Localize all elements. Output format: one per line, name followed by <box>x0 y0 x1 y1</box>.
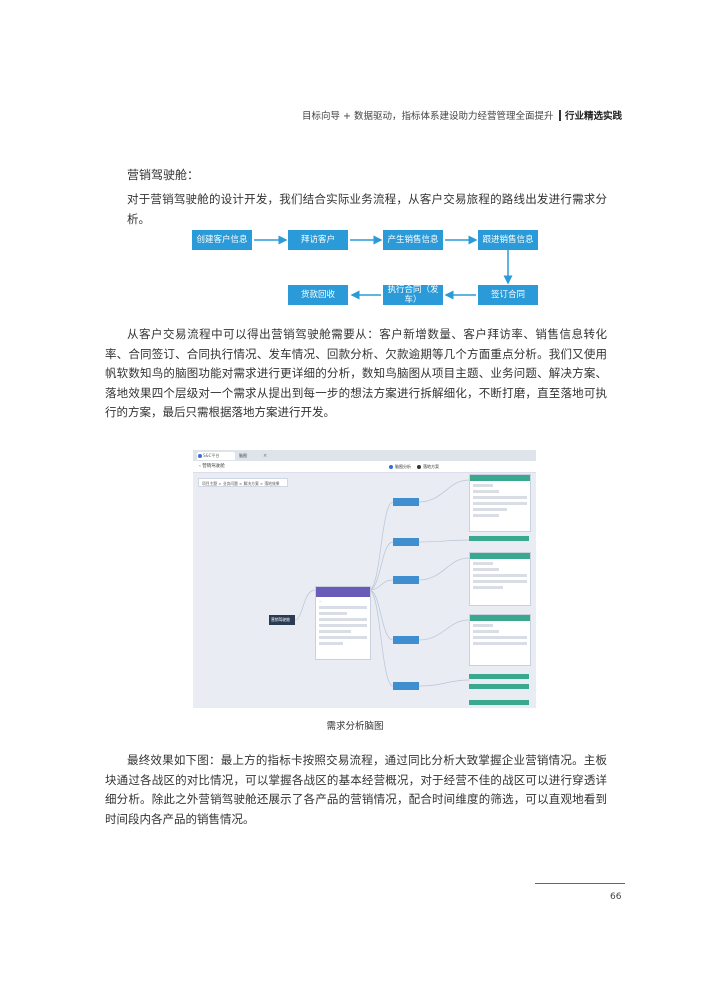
card-line <box>473 574 527 577</box>
analysis-paragraph: 从客户交易流程中可以得出营销驾驶舱需要从：客户新增数量、客户拜访率、销售信息转化… <box>105 327 607 419</box>
card-header <box>470 553 530 559</box>
card-header <box>470 615 530 621</box>
mindmap-toolbar: ‹ 营销驾驶舱 脑图分析 落地方案 <box>193 461 536 473</box>
card-line <box>473 580 527 583</box>
card-line <box>473 568 499 571</box>
problem-card[interactable]: — <box>315 586 371 660</box>
step-sign-contract: 签订合同 <box>478 285 538 305</box>
mindmap-connectors <box>294 479 470 687</box>
section-tag: 行业精选实践 <box>564 111 622 122</box>
section-heading: 营销驾驶舱： <box>127 168 200 182</box>
card-line <box>473 562 493 565</box>
card-line <box>473 624 493 627</box>
card-line <box>473 636 527 639</box>
card-line <box>319 606 367 609</box>
step-sales-info: 产生销售信息 <box>383 230 443 250</box>
solution-card[interactable] <box>469 474 531 532</box>
mindmap-breadcrumb[interactable]: 项目主题 > 业务问题 > 解决方案 > 落地效果 <box>198 478 288 487</box>
mindmap-node[interactable] <box>393 682 419 690</box>
step-follow-sales: 跟进销售信息 <box>478 230 538 250</box>
card-line <box>319 618 367 621</box>
tab-landing-label: 落地方案 <box>423 464 439 469</box>
mindmap-node[interactable] <box>393 576 419 584</box>
app-icon <box>198 454 202 458</box>
mindmap-node[interactable] <box>393 538 419 546</box>
solution-card[interactable] <box>469 614 531 666</box>
card-line <box>319 636 367 639</box>
mindmap-node[interactable] <box>393 636 419 644</box>
tab-landing-plan[interactable]: 落地方案 <box>417 462 439 471</box>
mindmap-node[interactable] <box>393 498 419 506</box>
tab-mindmap-label: 脑图分析 <box>395 464 411 469</box>
toolbar-title-text: 营销驾驶舱 <box>202 464 225 469</box>
browser-tab-2[interactable]: 脑图 <box>239 453 247 458</box>
root-node[interactable]: 营销驾驶舱 <box>269 615 295 625</box>
step-create-customer: 创建客户信息 <box>192 230 252 250</box>
close-icon[interactable]: × <box>263 453 268 459</box>
card-line <box>473 514 499 517</box>
tab-mindmap-analysis[interactable]: 脑图分析 <box>389 462 411 471</box>
solution-card[interactable] <box>469 552 531 606</box>
header-divider <box>559 110 561 121</box>
step-execute-contract: 执行合同（发车） <box>383 285 443 305</box>
card-header <box>316 587 370 597</box>
customer-journey-flowchart: 创建客户信息 拜访客户 产生销售信息 跟进销售信息 签订合同 执行合同（发车） … <box>178 220 546 305</box>
card-line <box>319 642 343 645</box>
card-line <box>473 496 527 499</box>
card-line <box>473 502 527 505</box>
card-line <box>473 508 507 511</box>
mindmap-screenshot: S&C平台 脑图 × ‹ 营销驾驶舱 脑图分析 落地方案 项目主题 > 业务问题… <box>193 450 536 708</box>
flowchart-arrows <box>254 235 513 300</box>
card-line <box>473 630 499 633</box>
collapsed-node[interactable] <box>469 674 529 679</box>
tab-label: S&C平台 <box>203 453 220 458</box>
card-line <box>473 642 527 645</box>
card-line <box>473 490 499 493</box>
browser-tab-bar: S&C平台 脑图 × <box>193 450 536 461</box>
card-field: — <box>319 599 322 603</box>
collapsed-node[interactable] <box>469 684 529 689</box>
tab-dot-icon <box>389 464 393 469</box>
card-line <box>319 624 367 627</box>
collapsed-node[interactable] <box>469 536 529 541</box>
browser-tab[interactable]: S&C平台 <box>197 452 235 460</box>
final-paragraph: 最终效果如下图：最上方的指标卡按照交易流程，通过同比分析大致掌握企业营销情况。主… <box>105 753 607 826</box>
step-visit-customer: 拜访客户 <box>288 230 348 250</box>
footer-rule <box>535 883 625 884</box>
intro-paragraph: 对于营销驾驶舱的设计开发，我们结合实际业务流程，从客户交易旅程的路线出发进行需求… <box>127 192 607 226</box>
card-line <box>473 484 493 487</box>
running-title: 目标向导 + 数据驱动，指标体系建设助力经营管理全面提升 <box>301 111 554 122</box>
card-line <box>473 586 503 589</box>
card-header <box>470 475 530 481</box>
tab-dot-icon <box>417 464 421 469</box>
page-number: 66 <box>610 892 622 902</box>
running-header: 目标向导 + 数据驱动，指标体系建设助力经营管理全面提升行业精选实践 <box>302 108 622 122</box>
step-payment-collection: 货款回收 <box>288 285 348 305</box>
card-line <box>319 612 347 615</box>
toolbar-title: ‹ 营销驾驶舱 <box>199 464 225 469</box>
collapsed-node[interactable] <box>469 700 529 705</box>
card-line <box>319 630 351 633</box>
figure-caption: 需求分析脑图 <box>326 721 384 732</box>
